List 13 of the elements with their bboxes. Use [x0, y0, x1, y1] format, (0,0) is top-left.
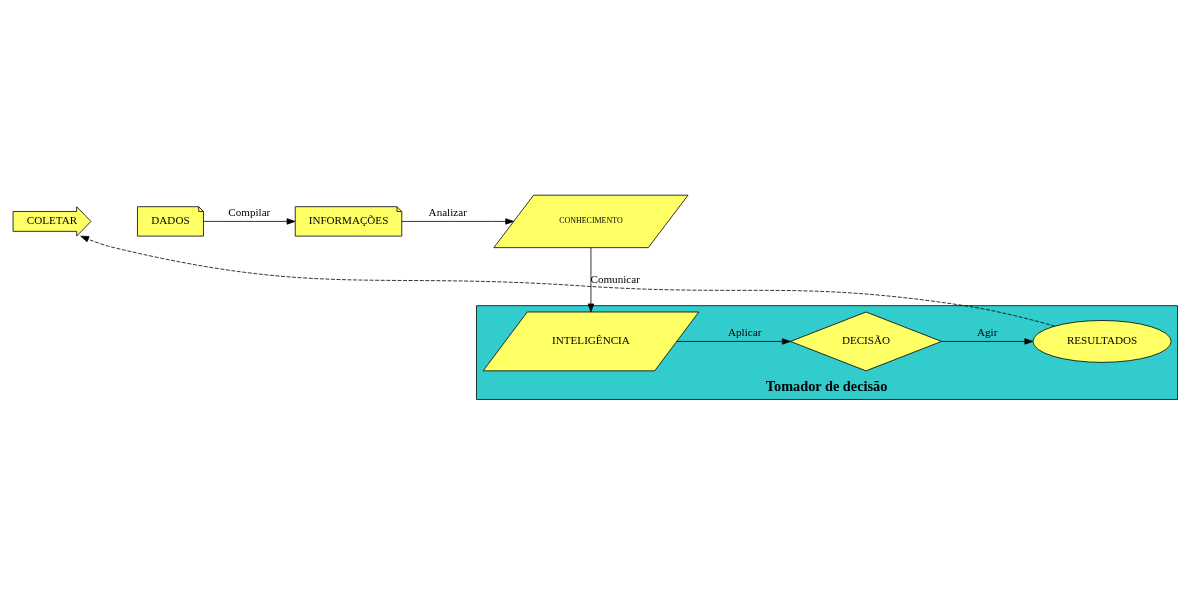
- arrow: [401, 218, 515, 225]
- arrow: [676, 338, 791, 345]
- node-ellipse: RESULTADOS: [1032, 320, 1172, 363]
- arrow: [80, 235, 1056, 327]
- arrow: [203, 218, 296, 225]
- edge-label: Comunicar: [590, 272, 640, 285]
- arrow: [587, 247, 595, 313]
- arrow: [941, 338, 1034, 345]
- edge-label: Aplicar: [728, 326, 762, 339]
- edge-label: Analizar: [428, 206, 467, 219]
- edge-label: Agir: [977, 326, 998, 339]
- node-diamond: DECISÃO: [790, 311, 942, 372]
- edge-label: Compilar: [228, 206, 271, 219]
